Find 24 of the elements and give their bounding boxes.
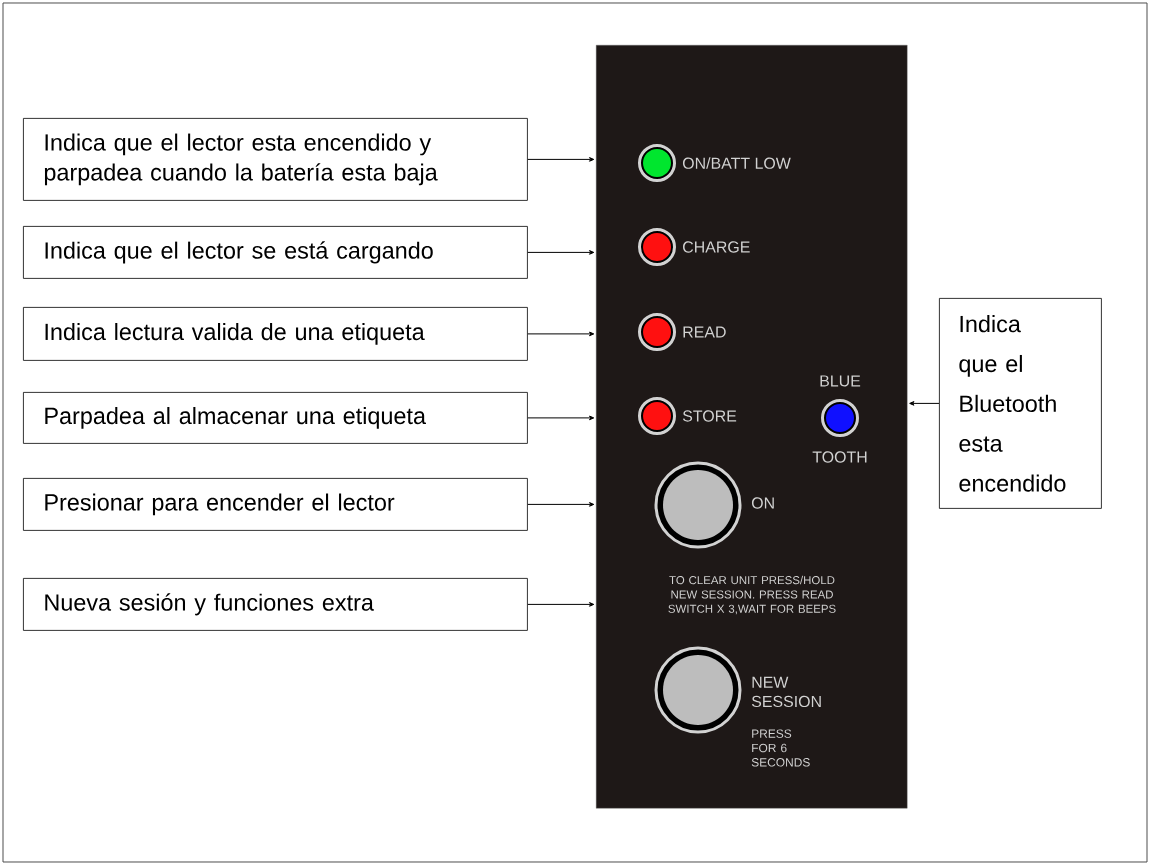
panel-label: READ xyxy=(683,326,726,338)
callout-box: Nueva sesión y funciones extra xyxy=(23,578,528,631)
callout-box: Indica que el lector esta encendido y parpadea cuando la batería esta baja xyxy=(23,118,528,201)
panel-label: ON xyxy=(751,497,774,509)
panel-label: TOOTH xyxy=(812,451,867,463)
arrow xyxy=(527,502,595,507)
arrow xyxy=(527,331,595,337)
callout-box: Presionar para encender el lector xyxy=(23,478,528,531)
arrow xyxy=(527,602,595,607)
arrow xyxy=(527,157,595,162)
callout-box: Indica lectura valida de una etiqueta xyxy=(23,307,528,361)
panel-label: CHARGE xyxy=(683,241,750,253)
arrow xyxy=(909,401,940,406)
panel-label: ON/BATT LOW xyxy=(682,157,791,169)
callout-box: Indica que el lector se está cargando xyxy=(23,226,528,279)
arrow xyxy=(527,415,595,421)
arrow xyxy=(527,250,595,255)
panel-label: NEW SESSION xyxy=(751,676,821,708)
callout-box: Indica que el Bluetooth esta encendido xyxy=(939,298,1102,509)
callout-box: Parpadea al almacenar una etiqueta xyxy=(23,392,528,444)
panel-label: PRESS FOR 6 SECONDS xyxy=(751,729,810,767)
panel-label: TO CLEAR UNIT PRESS/HOLD NEW SESSION. PRESS READ SWITCH X 3,WAIT FOR BEEPS xyxy=(668,575,836,615)
panel-label: BLUE xyxy=(820,375,861,387)
panel-label: STORE xyxy=(682,410,737,422)
